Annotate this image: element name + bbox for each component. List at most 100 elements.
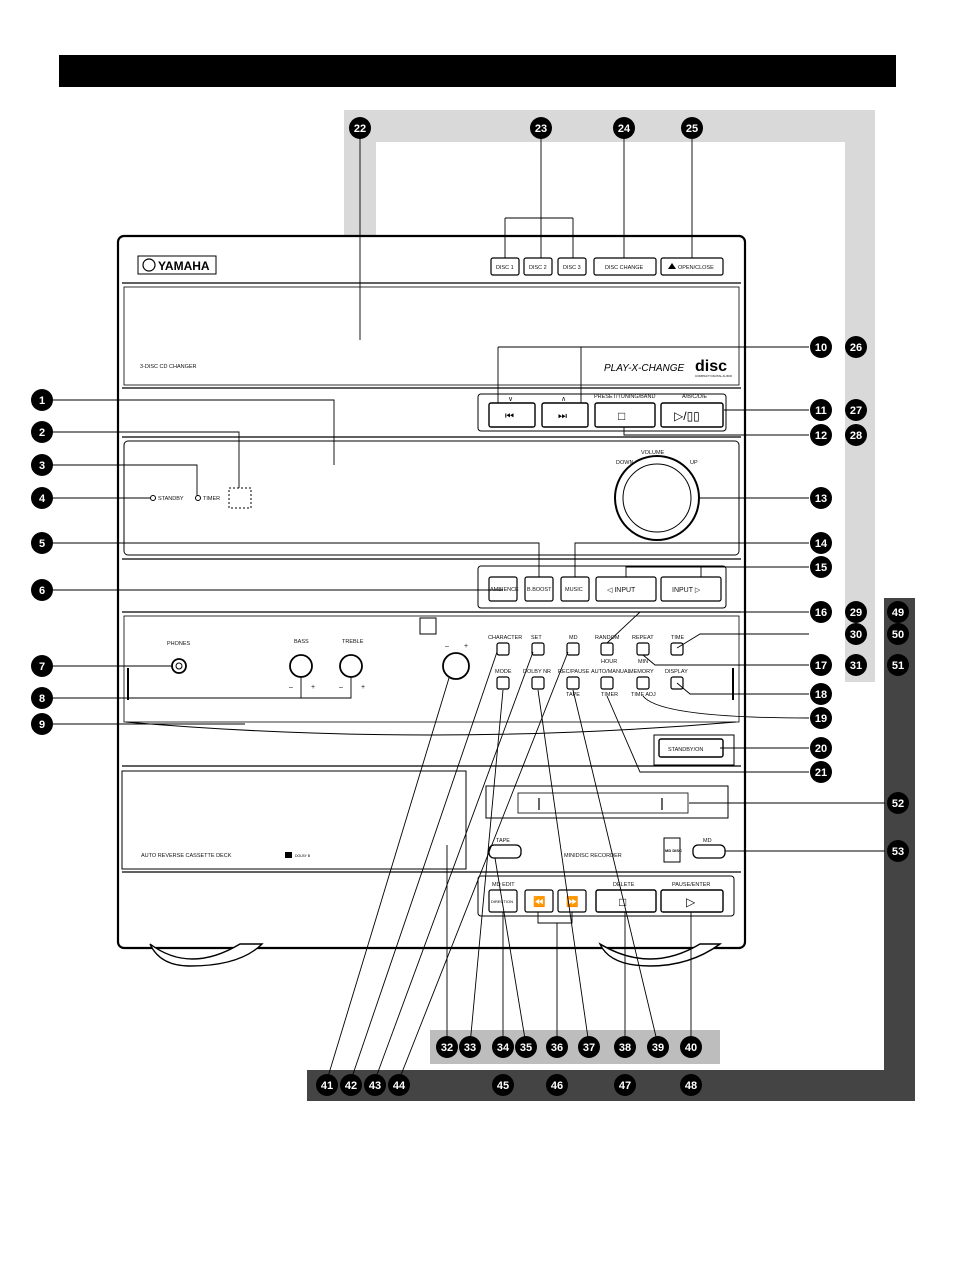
standby-label: STANDBY <box>158 496 184 502</box>
volume-down-label: DOWN <box>616 460 633 466</box>
callout-number-21: 21 <box>815 767 827 779</box>
auto-manual-label: AUTO/MANUAL <box>591 669 631 675</box>
callout-37: 37 <box>578 1036 600 1058</box>
callout-marker-46 <box>546 1074 568 1096</box>
tape-eject-button[interactable] <box>488 844 522 859</box>
time-button[interactable] <box>670 642 684 656</box>
callout-27: 27 <box>845 399 867 421</box>
callout-number-10: 10 <box>815 342 827 354</box>
md-logo-text: MD DISC <box>665 848 682 853</box>
callout-marker-42 <box>340 1074 362 1096</box>
play-icon: ▷ <box>686 895 696 909</box>
disc2-button[interactable] <box>523 257 553 276</box>
rewind-icon: ⏪ <box>533 895 545 908</box>
down-arrow: ∨ <box>508 396 513 403</box>
disc-change-label: DISC CHANGE <box>605 265 644 271</box>
treble-plus: + <box>361 684 365 691</box>
yamaha-emblem-icon <box>142 258 156 272</box>
callout-marker-29 <box>845 601 867 623</box>
volume-up-label: UP <box>690 460 698 466</box>
callout-marker-35 <box>515 1036 537 1058</box>
callout-marker-40 <box>680 1036 702 1058</box>
skip-back-button[interactable] <box>488 402 536 428</box>
min-label: MIN <box>638 659 648 665</box>
callout-35: 35 <box>515 1036 537 1058</box>
callout-26: 26 <box>845 336 867 358</box>
callout-43: 43 <box>364 1074 386 1096</box>
random-button[interactable] <box>600 642 614 656</box>
bass-label: BASS <box>294 639 309 645</box>
callout-marker-11 <box>810 399 832 421</box>
cd-section-title: 3-DISC CD CHANGER <box>140 364 197 370</box>
tape-sub-label: TAPE <box>566 692 580 698</box>
timer-led <box>195 495 201 501</box>
sound-control-frame <box>477 565 727 609</box>
callout-33: 33 <box>459 1036 481 1058</box>
bboost-label: B.BOOST <box>527 587 552 593</box>
callout-14: 14 <box>810 532 832 554</box>
callout-42: 42 <box>340 1074 362 1096</box>
callout-number-44: 44 <box>393 1080 406 1092</box>
disc-buttons: DISC 1 DISC 2 DISC 3 <box>490 257 587 276</box>
rewind-button[interactable] <box>524 889 554 913</box>
callout-17: 17 <box>810 654 832 676</box>
amp-panel <box>123 615 740 723</box>
character-button[interactable] <box>496 642 510 656</box>
jog-minus: – <box>445 643 449 650</box>
memory-button[interactable] <box>636 676 650 690</box>
foot-right <box>598 942 723 967</box>
rec-pause-button[interactable] <box>566 676 580 690</box>
door-tab <box>419 617 437 635</box>
callout-marker-2 <box>31 421 53 443</box>
pause-enter-button[interactable] <box>660 889 724 913</box>
disc-change-button[interactable] <box>593 257 657 276</box>
callout-number-11: 11 <box>815 405 827 417</box>
cd-stop-button[interactable] <box>594 402 656 428</box>
callout-marker-36 <box>546 1036 568 1058</box>
callout-marker-26 <box>845 336 867 358</box>
set-label: SET <box>531 635 542 641</box>
bass-knob[interactable] <box>289 654 313 678</box>
jog-dial[interactable] <box>442 652 470 680</box>
skip-forward-icon: ⏭ <box>558 411 567 422</box>
callout-51: 51 <box>887 654 909 676</box>
callout-number-46: 46 <box>551 1080 563 1092</box>
treble-knob[interactable] <box>339 654 363 678</box>
callout-31: 31 <box>845 654 867 676</box>
callout-number-3: 3 <box>39 460 45 472</box>
repeat-button[interactable] <box>636 642 650 656</box>
disc2-label: DISC 2 <box>529 265 547 271</box>
callout-number-5: 5 <box>39 538 45 550</box>
mode-button[interactable] <box>496 676 510 690</box>
remote-sensor <box>228 487 252 509</box>
skip-forward-button[interactable] <box>541 402 589 428</box>
set-button[interactable] <box>531 642 545 656</box>
callout-22: 22 <box>349 117 371 139</box>
callout-30: 30 <box>845 623 867 645</box>
callout-41: 41 <box>316 1074 338 1096</box>
callout-number-31: 31 <box>850 660 862 672</box>
dolby-nr-button[interactable] <box>531 676 545 690</box>
callout-marker-21 <box>810 761 832 783</box>
disc3-button[interactable] <box>557 257 587 276</box>
amp-panel-curve <box>125 721 737 736</box>
callout-20: 20 <box>810 737 832 759</box>
callout-marker-43 <box>364 1074 386 1096</box>
callout-24: 24 <box>613 117 635 139</box>
ambience-button[interactable] <box>488 576 518 602</box>
open-close-label: OPEN/CLOSE <box>678 265 714 271</box>
callout-number-49: 49 <box>892 607 904 619</box>
leader-lines <box>46 139 885 1081</box>
callout-marker-23 <box>530 117 552 139</box>
callout-9: 9 <box>31 713 53 735</box>
callout-marker-27 <box>845 399 867 421</box>
callout-marker-18 <box>810 683 832 705</box>
auto-manual-button[interactable] <box>600 676 614 690</box>
callout-number-8: 8 <box>39 693 45 705</box>
input-right-button[interactable] <box>660 576 722 602</box>
cd-play-pause-button[interactable] <box>660 402 724 428</box>
play-x-change-logo: PLAY-X-CHANGE <box>604 363 685 374</box>
md-button[interactable] <box>566 642 580 656</box>
md-eject-button[interactable] <box>692 844 726 859</box>
